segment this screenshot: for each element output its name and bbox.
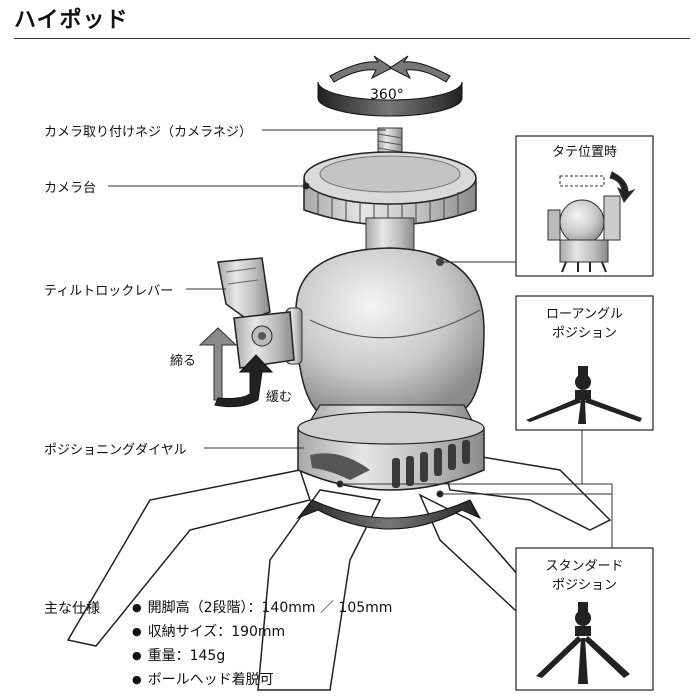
tilt-lock-lever — [217, 257, 295, 369]
specs-list: 開脚高（2段階）：140mm ／ 105mm 収納サイズ：190mm 重量：14… — [132, 596, 393, 692]
page-title: ハイポッド — [14, 8, 129, 33]
spec-item: ボールヘッド着脱可 — [132, 668, 392, 692]
loosen-arrow-icon — [214, 354, 274, 408]
ball-head — [285, 247, 485, 413]
dial-rotation-arrow-icon — [296, 499, 482, 530]
rotation-360-icon — [317, 55, 463, 117]
low-angle-label-1: ローアングル — [546, 307, 623, 322]
tighten-arrow-icon — [198, 327, 238, 401]
camera-platform — [303, 151, 477, 226]
standard-label-1: スタンダード — [545, 559, 624, 574]
callout-camera-screw: カメラ取り付けネジ（カメラネジ） — [44, 125, 253, 140]
spec-item: 開脚高（2段階）：140mm ／ 105mm — [132, 596, 393, 620]
positioning-dial — [297, 411, 485, 491]
spec-item: 重量：145g — [132, 644, 392, 668]
title-divider — [14, 38, 690, 39]
callout-camera-platform: カメラ台 — [44, 181, 97, 196]
callout-tilt-lever: ティルトロックレバー — [44, 284, 174, 299]
low-angle-tripod-illustration — [526, 366, 642, 424]
spec-item: 収納サイズ：190mm — [132, 620, 392, 644]
tighten-label: 締る — [170, 354, 197, 369]
low-angle-label-2: ポジション — [551, 326, 617, 341]
vertical-position-illustration — [547, 171, 636, 273]
rotation-360-label: 360° — [370, 87, 404, 103]
leader-lines — [108, 129, 613, 548]
standard-tripod-illustration — [536, 602, 630, 684]
loosen-label: 緩む — [266, 390, 293, 405]
callout-positioning-dial: ポジショニングダイヤル — [44, 443, 187, 458]
standard-label-2: ポジション — [551, 578, 617, 593]
vertical-position-label: タテ位置時 — [551, 145, 617, 160]
specs-heading: 主な仕様 — [44, 601, 100, 617]
